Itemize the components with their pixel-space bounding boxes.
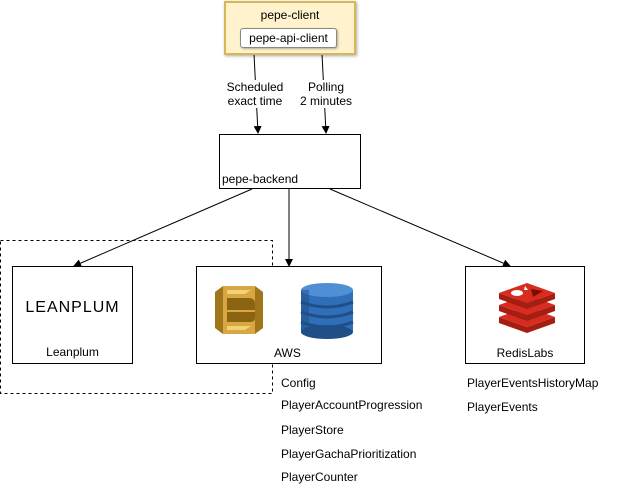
edge-label-scheduled: Scheduled exact time <box>218 80 292 108</box>
pepe-client-title: pepe-client <box>260 8 320 22</box>
edge-backend-leanplum <box>73 188 253 267</box>
aws-table-config: Config <box>281 376 316 390</box>
aws-box[interactable]: AWS <box>196 266 382 364</box>
aws-table-player-gacha-prioritization: PlayerGachaPrioritization <box>281 447 417 461</box>
edge-backend-redis <box>329 188 511 267</box>
pepe-backend-label: pepe-backend <box>222 172 299 186</box>
aws-sqs-icon <box>215 286 263 334</box>
aws-table-player-account-progression: PlayerAccountProgression <box>281 398 423 412</box>
aws-dynamodb-icon <box>300 283 354 339</box>
leanplum-logo: LEANPLUM <box>25 299 120 316</box>
pepe-client-box[interactable]: pepe-client pepe-api-client <box>224 1 356 55</box>
aws-table-player-counter: PlayerCounter <box>281 470 358 484</box>
pepe-api-client-label: pepe-api-client <box>249 31 328 45</box>
pepe-api-client-box[interactable]: pepe-api-client <box>240 28 337 48</box>
aws-table-player-store: PlayerStore <box>281 423 344 437</box>
pepe-backend-box[interactable]: pepe-backend <box>219 134 361 189</box>
redislabs-label: RedisLabs <box>496 346 554 360</box>
redislabs-box[interactable]: RedisLabs <box>465 266 585 364</box>
edge-label-polling: Polling 2 minutes <box>294 80 358 108</box>
leanplum-box[interactable]: LEANPLUM Leanplum <box>12 266 133 364</box>
redis-icon <box>499 283 555 333</box>
leanplum-label: Leanplum <box>46 345 99 359</box>
aws-label: AWS <box>274 346 301 360</box>
redis-item-player-events-history-map: PlayerEventsHistoryMap <box>467 376 599 390</box>
redis-item-player-events: PlayerEvents <box>467 400 538 414</box>
